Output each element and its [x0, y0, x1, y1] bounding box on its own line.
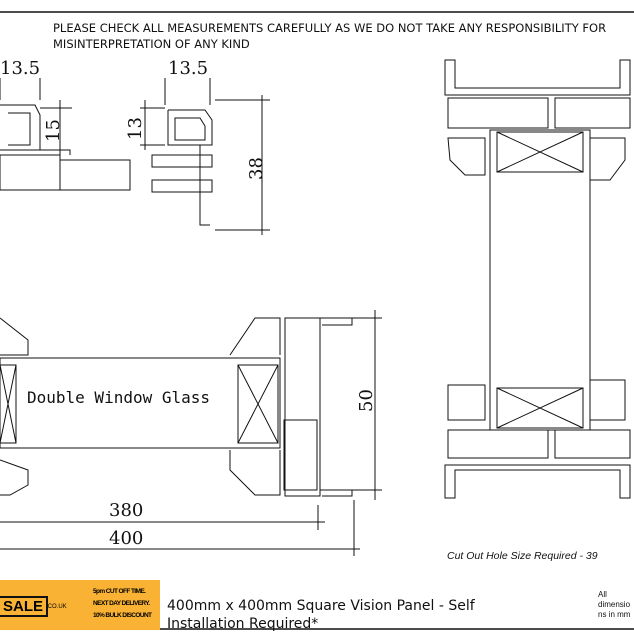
promo-line: 5pm CUT OFF TIME.: [93, 588, 146, 595]
profile-section-bottom: [0, 310, 382, 556]
dimension-label: 380: [109, 500, 144, 521]
brand-logo: SALE .CO.UK 5pm CUT OFF TIME. NEXT DAY D…: [0, 580, 160, 630]
logo-tld: .CO.UK: [46, 604, 67, 610]
product-title: 400mm x 400mm Square Vision Panel - Self…: [167, 598, 475, 632]
promo-text: 5pm CUT OFF TIME. NEXT DAY DELIVERY. 10%…: [93, 586, 152, 622]
logo-text: SALE: [0, 596, 49, 617]
dimension-label: 50: [355, 389, 377, 412]
promo-line: 10% BULK DISCOUNT: [93, 612, 152, 619]
profile-section-right: [444, 59, 631, 499]
cutout-note: Cut Out Hole Size Required - 39: [447, 550, 598, 562]
profile-section-left: [0, 78, 131, 191]
dimension-label: 13: [124, 117, 146, 140]
dimension-label: 400: [109, 528, 144, 549]
profile-section-mid: [140, 78, 270, 235]
dimension-label: 15: [42, 119, 64, 142]
dimension-label: 13.5: [0, 58, 41, 79]
dimension-label: 13.5: [168, 58, 209, 79]
dimensions-note: All dimensions in mm: [598, 590, 631, 619]
disclaimer-notice: PLEASE CHECK ALL MEASUREMENTS CAREFULLY …: [53, 21, 607, 51]
glass-label: Double Window Glass: [27, 388, 211, 407]
promo-line: NEXT DAY DELIVERY.: [93, 600, 150, 607]
dimension-label: 38: [245, 157, 267, 180]
